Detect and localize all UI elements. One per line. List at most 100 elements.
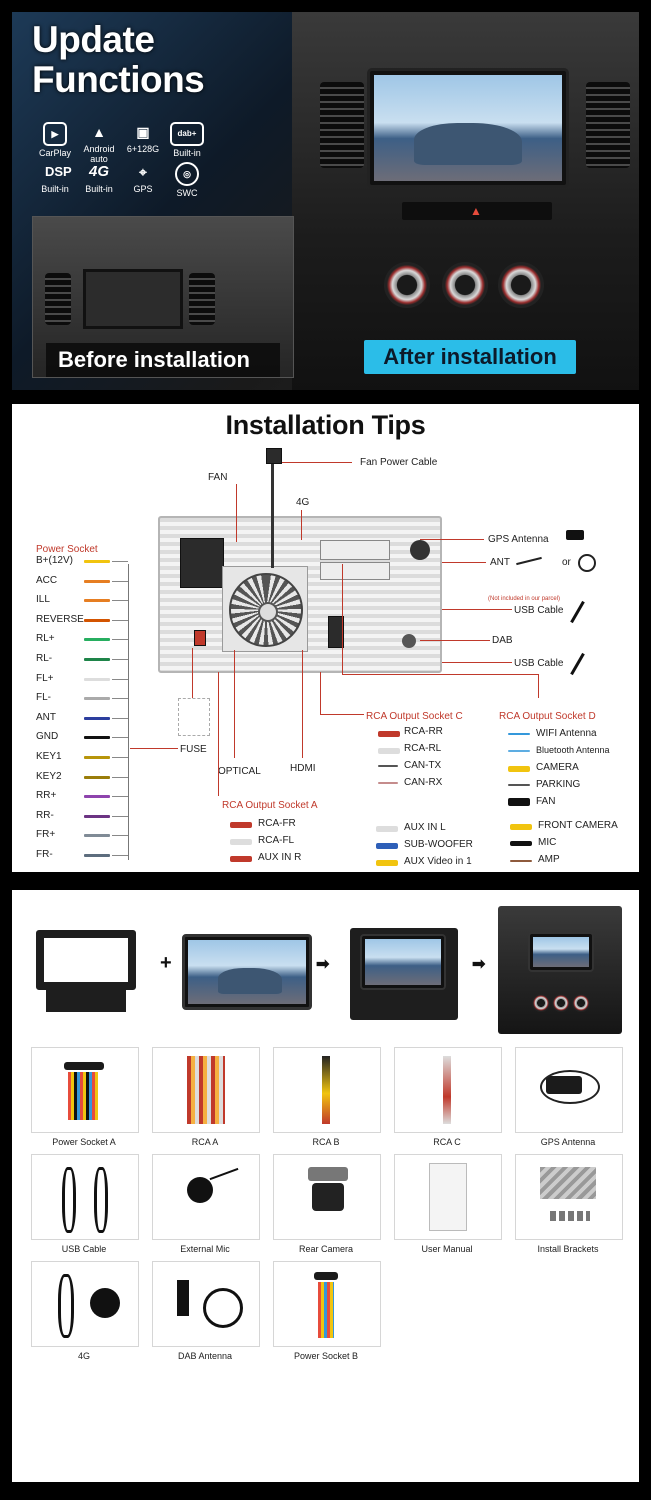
- power-pin-wire: [84, 618, 110, 622]
- accessory-label: GPS Antenna: [540, 1137, 596, 1147]
- rca-harness-icon: [322, 1056, 330, 1124]
- label-not-included: (Not included in our parcel): [488, 596, 561, 602]
- pin-connector-line: [112, 737, 128, 739]
- leader-line: [442, 662, 512, 663]
- dab-icon: dab+: [170, 122, 204, 146]
- accessory-dab-antenna: [152, 1261, 260, 1347]
- climate-knob-left: [384, 262, 430, 308]
- leader-line: [192, 648, 193, 698]
- accessory-power-socket-a: [31, 1047, 139, 1133]
- pin-connector-line: [112, 639, 128, 641]
- leader-line: [442, 609, 512, 610]
- power-pin-label: ANT: [36, 711, 56, 723]
- fuse-icon: [178, 698, 210, 736]
- bluetooth-wire-icon: [508, 750, 530, 752]
- camera-icon: [312, 1183, 344, 1211]
- installation-tips-panel: Installation Tips Fan Power Cable FAN 4G…: [12, 404, 639, 872]
- leader-line: [442, 562, 486, 563]
- mic-icon: [187, 1177, 213, 1203]
- feature-android-auto: ▲ Android auto: [78, 122, 120, 164]
- power-pin-label: KEY2: [36, 770, 62, 782]
- accessory-label: USB Cable: [61, 1244, 107, 1254]
- accessory-label: Power Socket A: [52, 1137, 116, 1147]
- after-installation-label: After installation: [364, 340, 576, 374]
- rca-a-item: AUX IN R: [258, 852, 302, 863]
- frame-bezel: [36, 930, 136, 990]
- rca-c-item: CAN-RX: [404, 777, 443, 788]
- feature-gps: ⌖ GPS: [122, 162, 164, 194]
- feature-dab: dab+ Built-in: [166, 122, 208, 158]
- camera-group-item: MIC: [538, 837, 557, 848]
- dsp-icon: DSP: [45, 164, 72, 179]
- cable-loop-icon: [203, 1288, 243, 1328]
- suv-image: [414, 123, 522, 165]
- power-pin-label: RL+: [36, 633, 55, 645]
- suv-wallpaper: [374, 75, 562, 181]
- accessory-label: Install Brackets: [537, 1244, 599, 1254]
- accessory-external-mic: [152, 1154, 260, 1240]
- power-pin-label: REVERSE: [36, 613, 84, 625]
- wifi-wire-icon: [508, 733, 530, 735]
- power-pin-label: KEY1: [36, 751, 62, 762]
- installed-screen: [528, 932, 594, 972]
- rca-plug-icon: [378, 731, 400, 737]
- rca-d-item: PARKING: [536, 779, 581, 790]
- bracket-icon: [540, 1167, 596, 1199]
- power-pin-label: RR+: [36, 790, 57, 802]
- mic-plug-icon: [510, 841, 532, 846]
- rca-c-item: RCA-RL: [404, 743, 442, 754]
- rca-a-item: RCA-FR: [258, 818, 296, 829]
- power-pin-label: RL-: [36, 653, 53, 664]
- power-pin-wire: [84, 677, 110, 681]
- rca-d-item: CAMERA: [536, 762, 579, 773]
- rca-harness-icon: [443, 1056, 451, 1124]
- 4g-antenna-icon: [90, 1288, 120, 1318]
- leader-line: [320, 672, 321, 714]
- usb-cable-icon: [570, 652, 585, 676]
- pin-connector-line: [112, 580, 128, 582]
- accessory-label: 4G: [77, 1351, 90, 1361]
- banner-title: Update Functions: [32, 20, 205, 100]
- cable-icon: [58, 1274, 74, 1338]
- pin-connector-line: [112, 698, 128, 700]
- gps-port: [410, 540, 430, 560]
- power-pin-label: RR-: [36, 809, 54, 821]
- screws-icon: [550, 1211, 590, 1221]
- feature-memory: ▣ 6+128G: [122, 122, 164, 154]
- leader-line: [301, 510, 302, 540]
- suv-wallpaper: [365, 939, 441, 985]
- leader-line: [342, 674, 538, 675]
- arrow-right-icon: ➡: [316, 956, 330, 973]
- feature-label: CarPlay: [38, 148, 71, 158]
- installed-dashboard-image: [498, 906, 622, 1034]
- accessory-gps-antenna: [515, 1047, 623, 1133]
- rca-a-item: RCA-FL: [258, 835, 295, 846]
- steering-wheel-icon: ◎: [175, 162, 199, 186]
- pin-connector-line: [112, 717, 128, 719]
- leader-line: [130, 748, 178, 749]
- usb-cable-icon: [570, 600, 585, 624]
- leader-line: [538, 674, 539, 698]
- climate-knob: [532, 994, 550, 1012]
- power-pin-wire: [84, 638, 110, 642]
- power-pin-wire: [84, 775, 110, 779]
- harness-wires-icon: [318, 1282, 334, 1338]
- power-pin-label: B+(12V): [36, 555, 73, 566]
- carplay-icon: ▶: [43, 122, 67, 146]
- fuse-socket: [194, 630, 206, 646]
- power-pin-wire: [84, 834, 110, 838]
- rca-plug-icon: [376, 826, 398, 832]
- 4g-icon: 4G: [89, 163, 110, 180]
- rca-plug-icon: [510, 824, 532, 830]
- rca-c-title: RCA Output Socket C: [366, 711, 463, 722]
- suv-image: [218, 968, 282, 994]
- installation-tips-title: Installation Tips: [225, 410, 426, 440]
- amp-wire-icon: [510, 860, 532, 862]
- accessory-label: Power Socket B: [293, 1351, 359, 1361]
- pin-bus-line: [128, 564, 129, 860]
- pin-connector-line: [112, 855, 128, 856]
- cable-loop-icon: [540, 1070, 600, 1104]
- climate-knob: [572, 994, 590, 1012]
- power-pin-wire: [84, 599, 110, 603]
- aux-item: AUX Video in 1: [404, 856, 472, 867]
